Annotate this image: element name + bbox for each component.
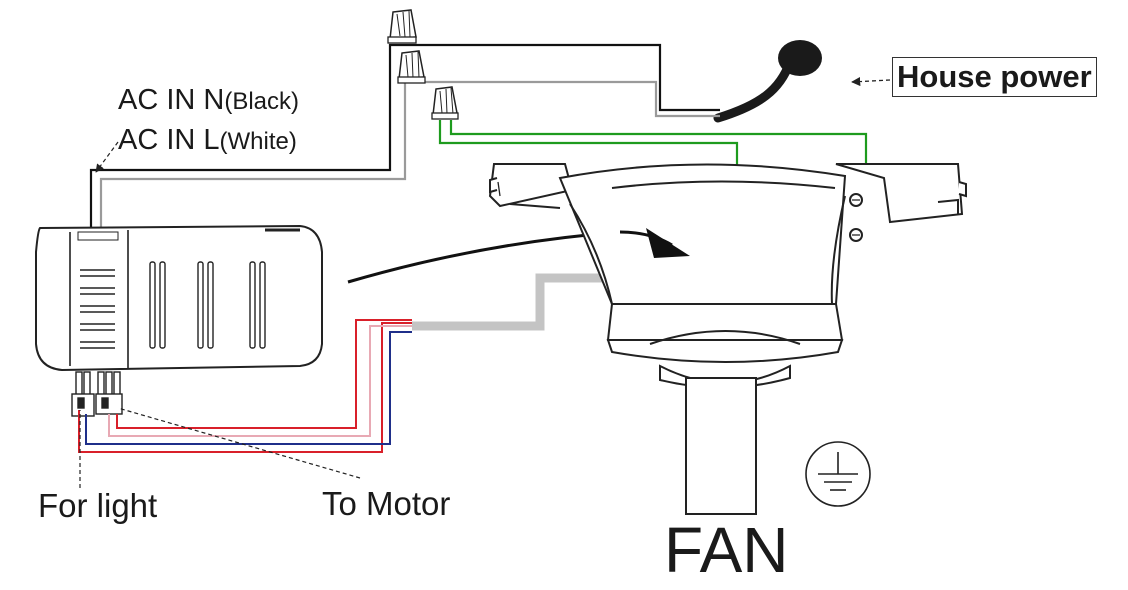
for-light-label: For light xyxy=(38,487,158,524)
ac-in-n-text: AC IN N xyxy=(118,84,225,116)
motor-pink-wire xyxy=(108,325,412,437)
ac-in-l-label: AC IN L(White) xyxy=(118,126,297,155)
light-blue-wire xyxy=(85,331,412,445)
wire-nut-icon xyxy=(387,9,417,44)
house-power-label: House power xyxy=(892,57,1097,97)
receiver-cable xyxy=(347,230,621,284)
to-motor-label: To Motor xyxy=(322,485,451,522)
house-power-cable xyxy=(713,40,822,123)
light-red-wire xyxy=(78,322,412,453)
neutral-wire xyxy=(89,43,720,232)
house-power-pointer xyxy=(851,77,891,87)
ac-in-n-label: AC IN N(Black) xyxy=(118,86,299,115)
wire-nut-icon xyxy=(431,86,459,120)
ac-in-l-color: (White) xyxy=(219,128,297,155)
motor-red-wire xyxy=(116,319,412,429)
ground-symbol-icon xyxy=(805,441,871,507)
receiver-module-icon xyxy=(35,224,323,417)
output-connectors xyxy=(71,371,123,417)
ac-in-pointer xyxy=(95,141,119,173)
ground-wire-bracket xyxy=(449,120,868,166)
insert-arrowhead xyxy=(646,228,690,258)
wire-nut-icon xyxy=(397,50,426,84)
fan-label: FAN xyxy=(664,514,789,586)
mounting-bracket-icon xyxy=(488,163,967,363)
downrod xyxy=(659,364,791,515)
ac-in-l-text: AC IN L xyxy=(118,124,220,156)
power-cable-end xyxy=(778,40,822,76)
ac-in-n-color: (Black) xyxy=(224,88,300,115)
